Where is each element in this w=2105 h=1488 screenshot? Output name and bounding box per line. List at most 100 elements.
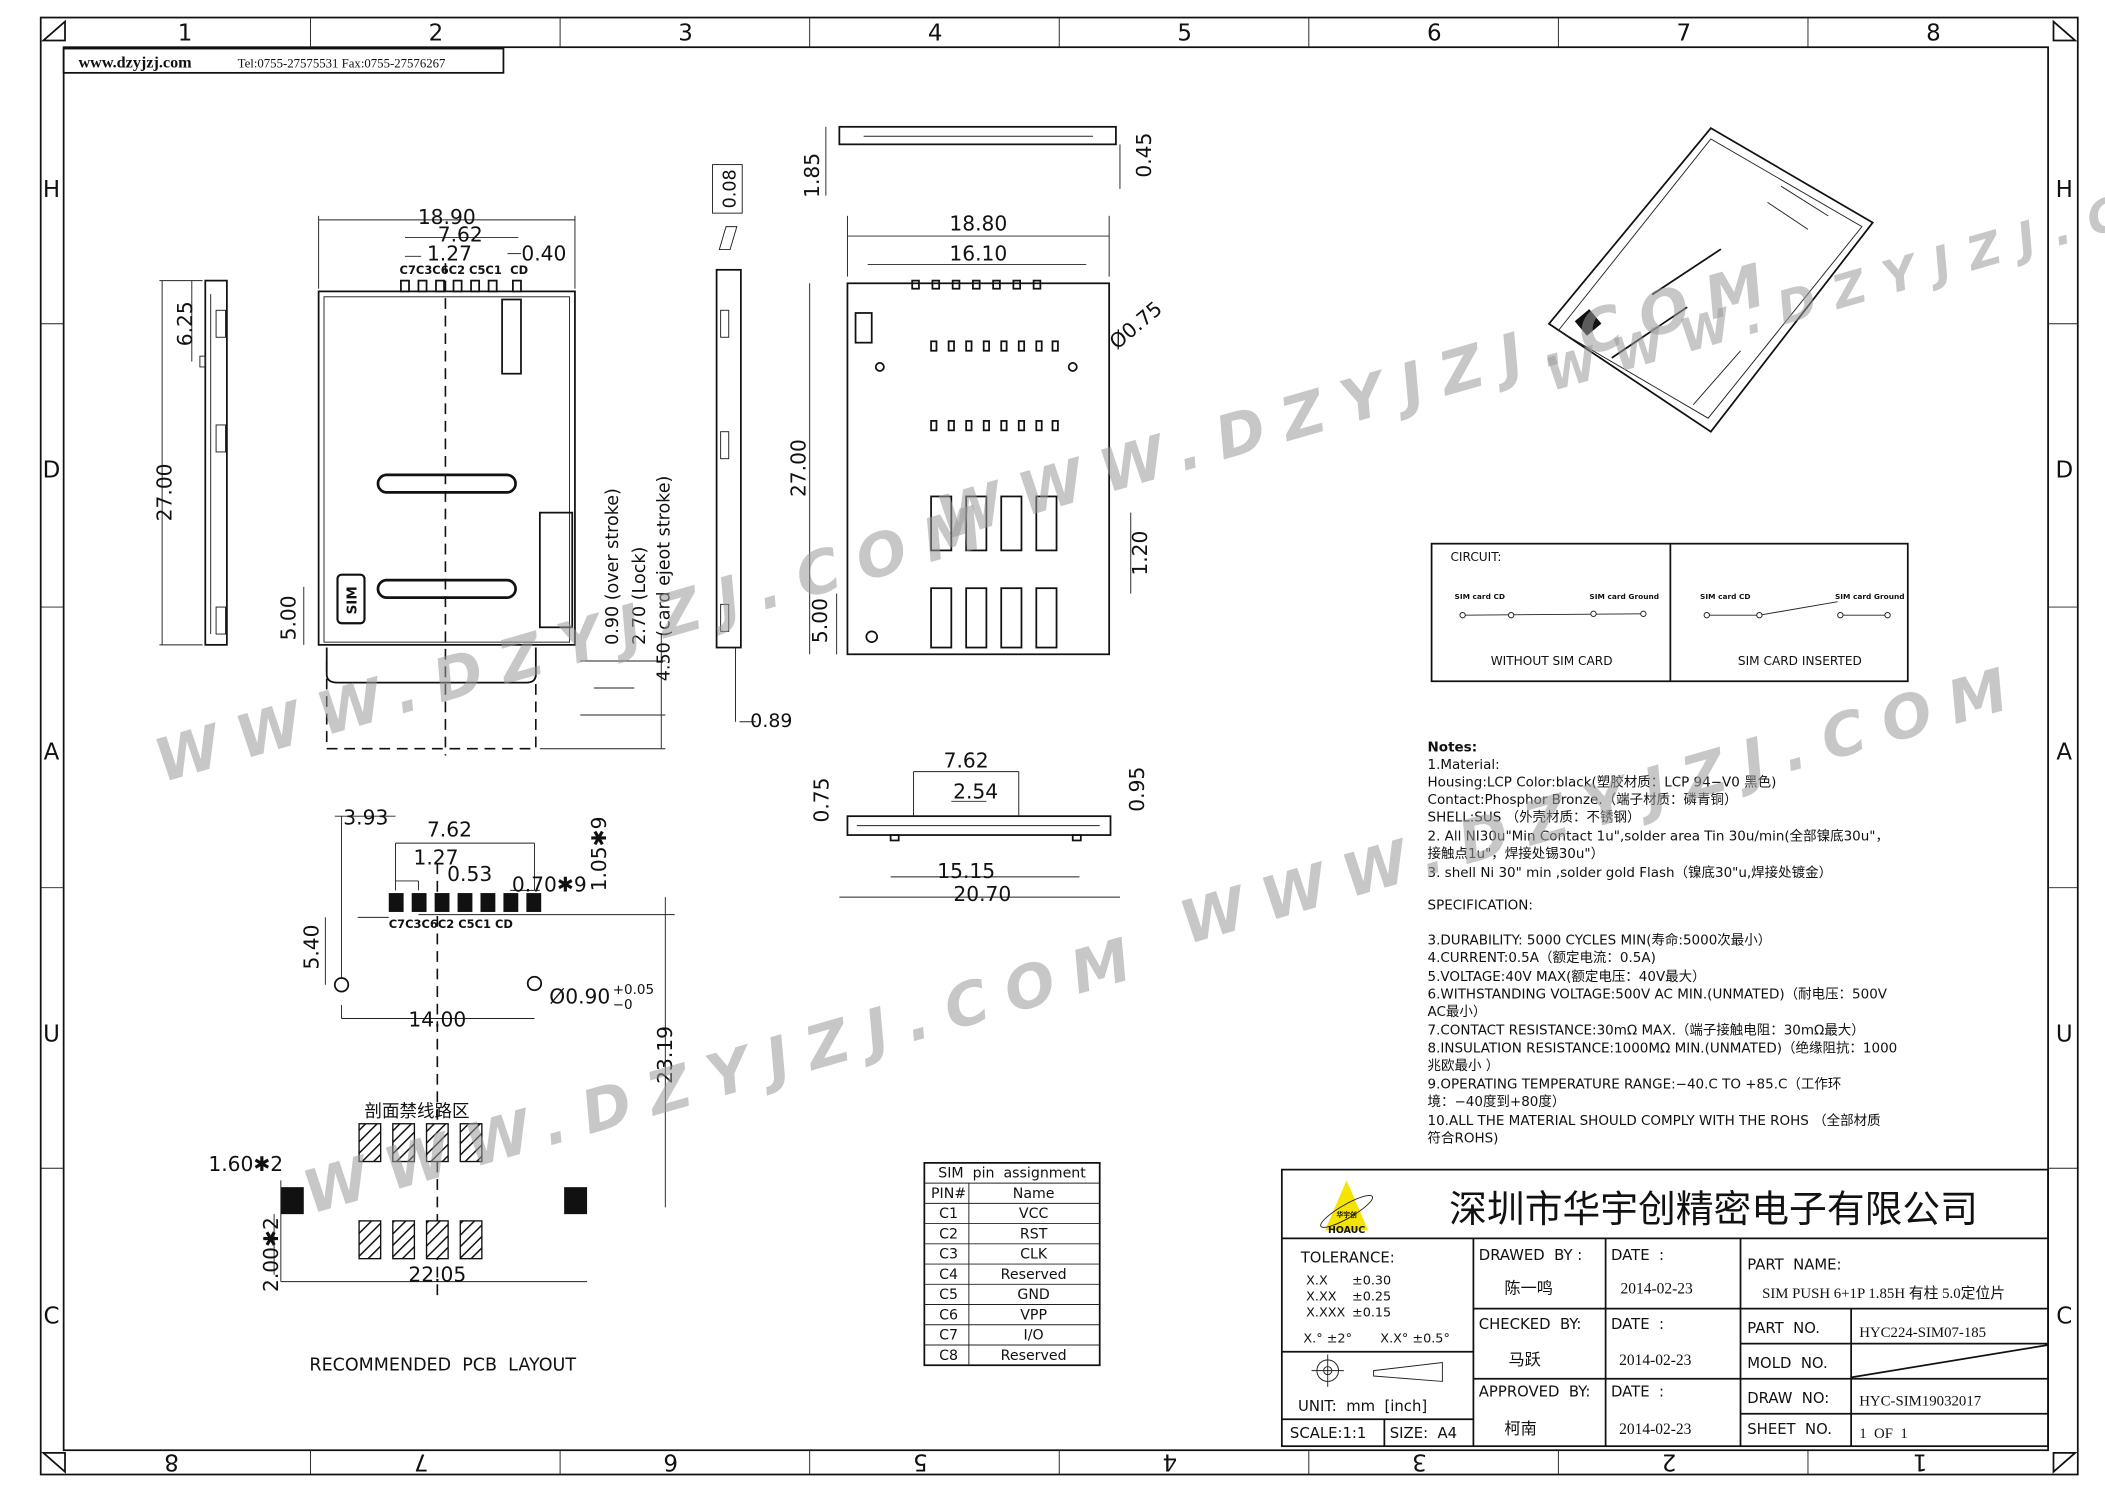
contact-header: www.dzyjzj.com Tel:0755-27575531 Fax:075… — [62, 47, 505, 74]
tolerance-value: ±0.25 — [1352, 1289, 1391, 1304]
note-line: Housing:LCP Color:black(塑胶材质：LCP 94−V0 黑… — [1428, 773, 1777, 790]
size-label: SIZE: A4 — [1390, 1425, 1457, 1442]
circuit-label: SIM card CD — [1700, 592, 1751, 601]
tolerance-format: X.XXX — [1306, 1306, 1345, 1321]
column-label: 1 — [1913, 1448, 1928, 1474]
cd-pin-label: CD — [510, 263, 528, 277]
dimension-label: 18.90 — [418, 205, 476, 229]
note-line: 1.Material: — [1428, 757, 1500, 773]
company-logo: 华宇创 HOAUC — [1320, 1180, 1373, 1236]
dimension-label: 3.93 — [343, 805, 388, 829]
row-label: C — [2056, 1303, 2072, 1329]
front-view: 7.62 2.54 15.15 20.70 0.75 0.95 — [810, 749, 1150, 907]
logo-text: HOAUC — [1328, 1225, 1365, 1236]
dimension-label: 27.00 — [787, 439, 811, 497]
pcb-layout: C7C3C6C2 C5C1 CD 3.93 7.62 1.27 0.53 0.7… — [208, 805, 677, 1375]
dimension-label: 1.20 — [1128, 531, 1152, 576]
circuit-label: SIM card Ground — [1835, 592, 1905, 601]
drawing-frame: 1 2 3 4 5 6 7 8 1 2 3 4 5 6 7 8 H D A U … — [39, 16, 2079, 1476]
date-label: DATE : — [1611, 1247, 1664, 1264]
dimension-label: 0.08 — [720, 169, 740, 208]
date-value: 2014-02-23 — [1619, 1352, 1692, 1369]
date-value: 2014-02-23 — [1620, 1281, 1693, 1298]
row-label: H — [43, 177, 60, 203]
spec-line: 10.ALL THE MATERIAL SHOULD COMPLY WITH T… — [1428, 1112, 1881, 1129]
dimension-label: 22.05 — [408, 1263, 466, 1287]
tolerance-label: TOLERANCE: — [1300, 1250, 1395, 1267]
notes-title: Notes: — [1428, 739, 1478, 755]
circuit-diagram: CIRCUIT: SIM card CD SIM card Ground SIM… — [1430, 542, 1909, 683]
tolerance-value: ±0.15 — [1352, 1306, 1391, 1321]
dimension-label: 1.27 — [413, 846, 458, 870]
spec-line: 6.WITHSTANDING VOLTAGE:500V AC MIN.(UNMA… — [1428, 986, 1888, 1002]
dimension-label: 1.85 — [800, 153, 824, 198]
column-label: 7 — [414, 1448, 429, 1474]
table-header: Name — [1013, 1186, 1055, 1202]
spec-line: 境：−40度到+80度） — [1428, 1094, 1566, 1110]
lock-dimension: 2.70 (Lock) — [630, 547, 650, 645]
tolerance-format: X.X — [1306, 1273, 1328, 1288]
corner-arrow-icon — [2052, 19, 2078, 42]
logo-cn: 华宇创 — [1336, 1210, 1356, 1219]
pin-name: VPP — [1020, 1307, 1047, 1323]
spec-title: SPECIFICATION: — [1428, 897, 1533, 913]
pad-width-label: 0.70✱9 — [512, 873, 587, 897]
note-line: 3. shell Ni 30" min ,solder gold Flash（镍… — [1428, 864, 1833, 881]
checked-by: 马跃 — [1508, 1350, 1540, 1369]
date-label: DATE : — [1611, 1316, 1664, 1333]
column-label: 6 — [1427, 20, 1442, 46]
dimension-label: 15.15 — [937, 859, 995, 883]
projection-symbol-icon — [1311, 1354, 1443, 1387]
column-label: 7 — [1677, 20, 1692, 46]
dimension-label: 0.95 — [1125, 767, 1149, 812]
peg-width-label: 1.60✱2 — [208, 1152, 283, 1176]
row-label: H — [2056, 177, 2073, 203]
pin-name: RST — [1020, 1226, 1048, 1242]
hole-diameter-label: Ø0.90 — [549, 985, 610, 1009]
part-no-label: PART NO. — [1747, 1320, 1820, 1337]
hole-tolerance-minus: −0 — [613, 997, 633, 1013]
pin-name: GND — [1017, 1287, 1050, 1303]
row-label: D — [2055, 458, 2073, 484]
drawn-by: 陈一鸣 — [1504, 1279, 1553, 1298]
title-block: 华宇创 HOAUC 深圳市华宇创精密电子有限公司 TOLERANCE: X.X±… — [1280, 1168, 2049, 1448]
dimension-label: 18.80 — [949, 212, 1007, 236]
isometric-view — [1547, 127, 1875, 433]
pin-id: C5 — [939, 1287, 958, 1303]
watermark: WWW.DZYJZJ.COM — [147, 488, 1008, 796]
dimension-label: 0.45 — [1132, 133, 1156, 178]
dimension-label: 6.25 — [173, 301, 197, 346]
dimension-label: 14.00 — [408, 1008, 466, 1032]
dimension-label: 0.40 — [521, 241, 566, 265]
part-name-label: PART NAME: — [1747, 1256, 1841, 1273]
column-label: 3 — [1412, 1448, 1427, 1474]
dimension-label: 0.89 — [750, 710, 792, 732]
note-line: SHELL:SUS （外壳材质：不锈钢） — [1428, 810, 1641, 826]
approved-by: 柯南 — [1504, 1419, 1536, 1438]
dimension-label: 0.75 — [810, 777, 834, 822]
draw-no: HYC-SIM19032017 — [1859, 1394, 1981, 1410]
tolerance-format: X.XX — [1306, 1289, 1337, 1304]
watermark: WWW.DZYJZJ.COM — [1172, 650, 2033, 958]
eject-stroke-dimension: 4.50 (card ejeot stroke) — [654, 476, 674, 682]
table-row: C5 GND — [939, 1287, 1050, 1303]
checked-by-label: CHECKED BY: — [1479, 1316, 1582, 1333]
column-label: 5 — [1177, 20, 1192, 46]
part-name: SIM PUSH 6+1P 1.85H 有柱 5.0定位片 — [1762, 1285, 2005, 1302]
column-label: 4 — [928, 20, 943, 46]
dimension-label: 1.27 — [427, 241, 472, 265]
row-label: U — [2056, 1021, 2073, 1047]
column-label: 3 — [678, 20, 693, 46]
column-label: 1 — [178, 20, 193, 46]
spec-line: AC最小） — [1428, 1004, 1487, 1020]
row-label: C — [43, 1303, 59, 1329]
column-label: 4 — [1163, 1448, 1178, 1474]
watermarks: WWW.DZYJZJ.COM WWW.DZYJZJ.COM WWW.DZYJZJ… — [147, 147, 2105, 1228]
note-line: 接触点1u"，焊接处锡30u"） — [1428, 845, 1605, 862]
pin-id: C4 — [939, 1267, 958, 1283]
sheet-no-label: SHEET NO. — [1747, 1421, 1832, 1438]
